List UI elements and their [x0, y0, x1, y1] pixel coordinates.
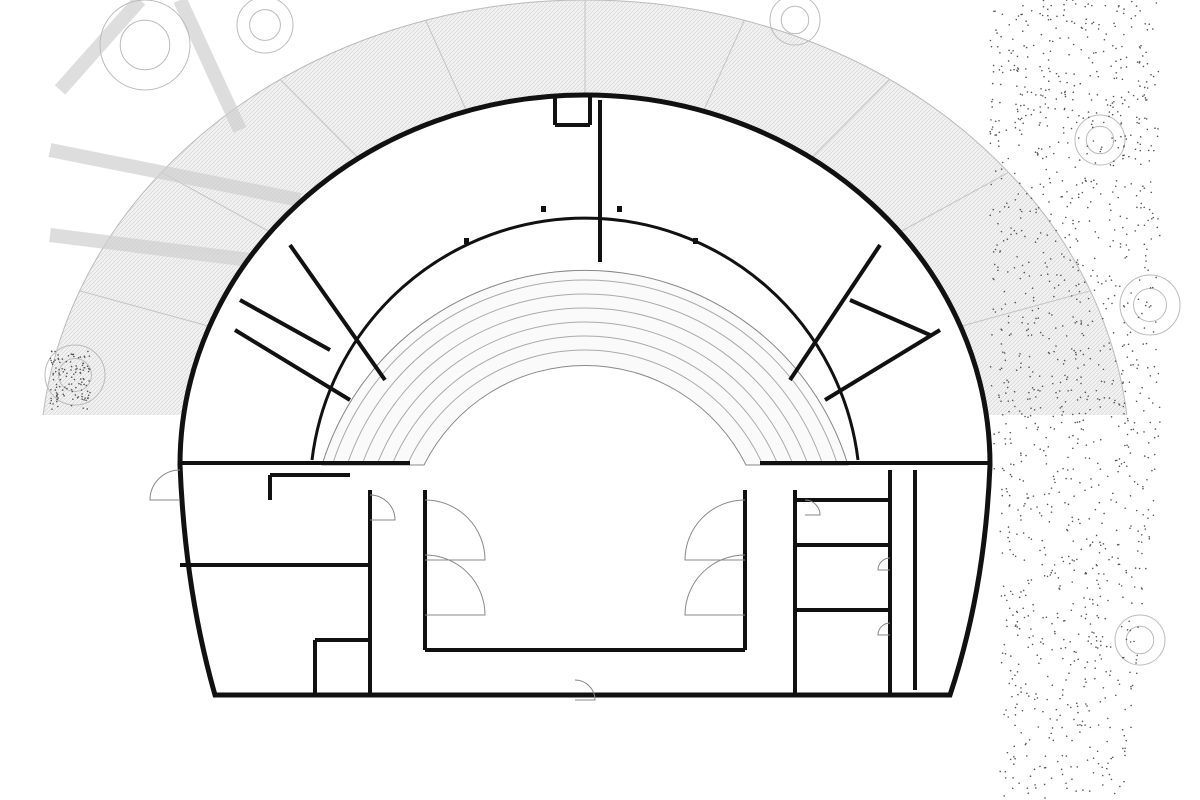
building: [149, 92, 993, 701]
tree-icon: [769, 0, 821, 46]
paving-joint: [425, 20, 468, 112]
paving-joint: [79, 290, 210, 327]
auditorium-seating: [321, 269, 849, 466]
door-swing: [424, 499, 486, 561]
seat-row: [391, 335, 779, 466]
interior-walls: [180, 95, 990, 697]
columns: [464, 206, 698, 244]
door-swing: [877, 557, 891, 571]
tree-icon: [1074, 114, 1126, 166]
tree-canopy: [1085, 125, 1115, 155]
door-swing: [424, 554, 486, 616]
door-swing: [149, 469, 181, 501]
paving-joint: [279, 79, 359, 159]
paving-joint: [811, 79, 891, 159]
trees: [44, 0, 1181, 666]
tree-canopy: [780, 5, 810, 35]
seat-row: [346, 293, 824, 466]
seat-row: [406, 349, 764, 466]
door-swing: [369, 494, 396, 521]
paving-joint: [899, 171, 1009, 233]
tree-icon: [44, 344, 106, 406]
paving-joint: [960, 290, 1091, 327]
seat-row: [376, 321, 794, 466]
seat-row: [361, 307, 809, 466]
tree-icon: [99, 0, 191, 91]
paving-band: [42, 0, 1128, 432]
tree-icon: [1114, 614, 1166, 666]
tree-canopy: [249, 9, 281, 41]
garden-paths: [48, 0, 302, 267]
door-swing: [877, 622, 891, 636]
tree-icon: [1119, 274, 1181, 336]
paving-joint: [702, 20, 745, 112]
building-floor: [180, 95, 990, 695]
paving-joint: [42, 424, 181, 432]
tree-canopy: [119, 19, 171, 71]
door-swing-icon: [149, 469, 891, 701]
tree-icon: [236, 0, 294, 54]
door-swing: [574, 679, 596, 701]
door-swing: [804, 499, 821, 516]
tree-canopy: [58, 358, 92, 392]
stipple-planting-icon: [49, 0, 1161, 799]
door-swing: [684, 499, 746, 561]
tree-canopy: [1133, 288, 1167, 322]
door-swing: [684, 554, 746, 616]
paving-joint: [988, 424, 1127, 432]
